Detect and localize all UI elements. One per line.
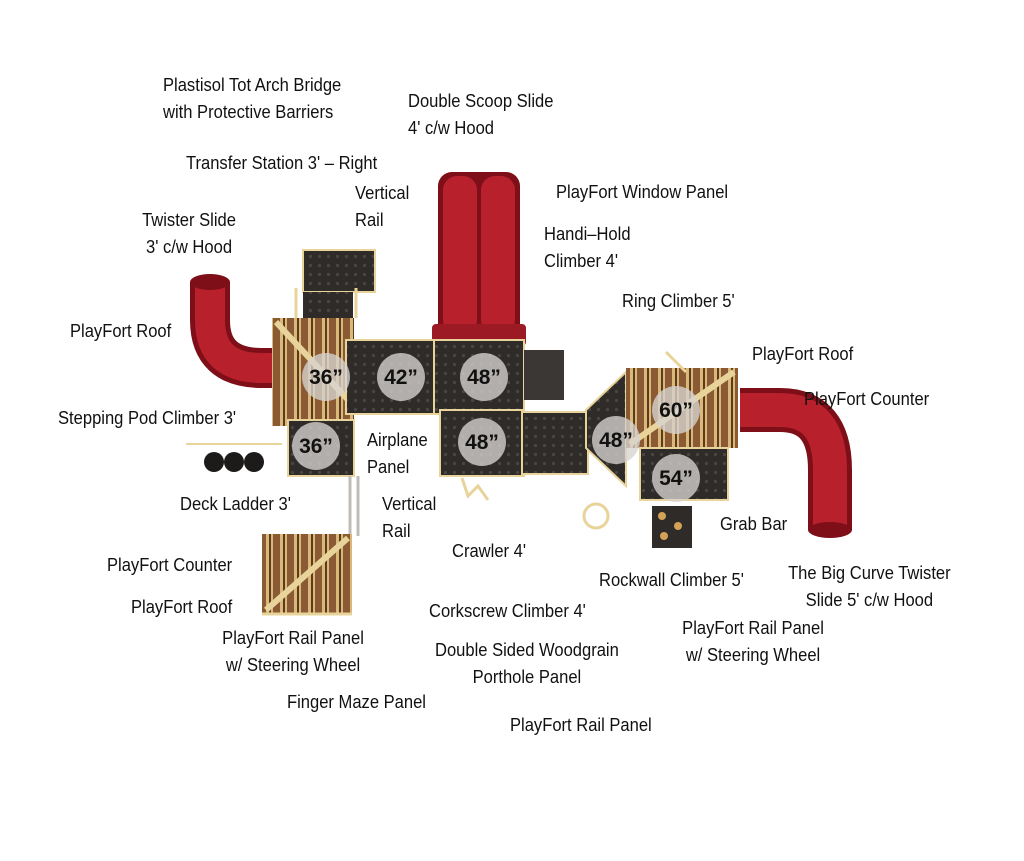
deck-size-markers: 36” 42” 48” 36” 48” 48” 60” 54” <box>292 353 700 502</box>
callout-label: Vertical Rail <box>382 494 437 541</box>
callout-label: Double Sided Woodgrain Porthole Panel <box>434 640 619 687</box>
deck-size-label: 48” <box>599 429 633 452</box>
deck-size-label: 48” <box>467 366 501 389</box>
callout-label: Vertical Rail <box>355 183 410 230</box>
callout-label: PlayFort Counter <box>804 389 930 409</box>
deck-size-label: 48” <box>465 431 499 454</box>
callout-label: Transfer Station 3' – Right <box>186 153 378 173</box>
deck-ladder <box>348 476 360 536</box>
callout-label: Deck Ladder 3' <box>180 494 291 514</box>
callout-label: Rockwall Climber 5' <box>599 570 744 590</box>
callout-label: The Big Curve Twister Slide 5' c/w Hood <box>788 563 951 610</box>
deck-size-label: 42” <box>384 366 418 389</box>
callout-label: Handi–Hold Climber 4' <box>544 224 631 271</box>
deck-size-circle <box>652 386 700 434</box>
deck-size-circle <box>458 418 506 466</box>
deck-size-label: 36” <box>309 366 343 389</box>
deck-size-circle <box>652 454 700 502</box>
callout-label: PlayFort Roof <box>131 597 233 617</box>
deck-size-label: 60” <box>659 399 693 422</box>
callout-label: Plastisol Tot Arch Bridge with Protectiv… <box>163 75 342 122</box>
playfort-roof-freestanding <box>262 534 352 616</box>
callout-label: PlayFort Window Panel <box>556 182 729 202</box>
callout-label: PlayFort Rail Panel <box>510 715 652 735</box>
callout-label: Corkscrew Climber 4' <box>429 601 586 621</box>
callout-label: Stepping Pod Climber 3' <box>58 408 237 428</box>
callout-label: PlayFort Counter <box>107 555 233 575</box>
twister-slide-3ft <box>190 274 272 388</box>
callout-label: PlayFort Roof <box>752 344 854 364</box>
deck-size-circle <box>460 353 508 401</box>
transfer-station <box>294 249 376 318</box>
deck-cluster-center <box>433 339 589 501</box>
callout-label: PlayFort Roof <box>70 321 172 341</box>
callout-label: Double Scoop Slide 4' c/w Hood <box>408 91 554 138</box>
deck-size-label: 54” <box>659 467 693 490</box>
callout-label: Ring Climber 5' <box>622 291 735 311</box>
big-curve-twister-slide <box>740 388 852 538</box>
deck-size-circle <box>592 416 640 464</box>
double-scoop-slide <box>432 172 526 346</box>
stepping-pod-climber <box>186 443 282 472</box>
deck-size-circle <box>292 422 340 470</box>
callout-label: PlayFort Rail Panel w/ Steering Wheel <box>222 628 364 675</box>
deck-size-circle <box>302 353 350 401</box>
callout-label: PlayFort Rail Panel w/ Steering Wheel <box>682 618 824 665</box>
callout-label: Grab Bar <box>720 514 788 534</box>
deck-size-circle <box>377 353 425 401</box>
callout-label: Twister Slide 3' c/w Hood <box>142 210 236 257</box>
callout-label: Airplane Panel <box>367 430 428 477</box>
callout-label: Finger Maze Panel <box>287 692 426 712</box>
callout-label: Crawler 4' <box>452 541 527 561</box>
deck-size-label: 36” <box>299 435 333 458</box>
